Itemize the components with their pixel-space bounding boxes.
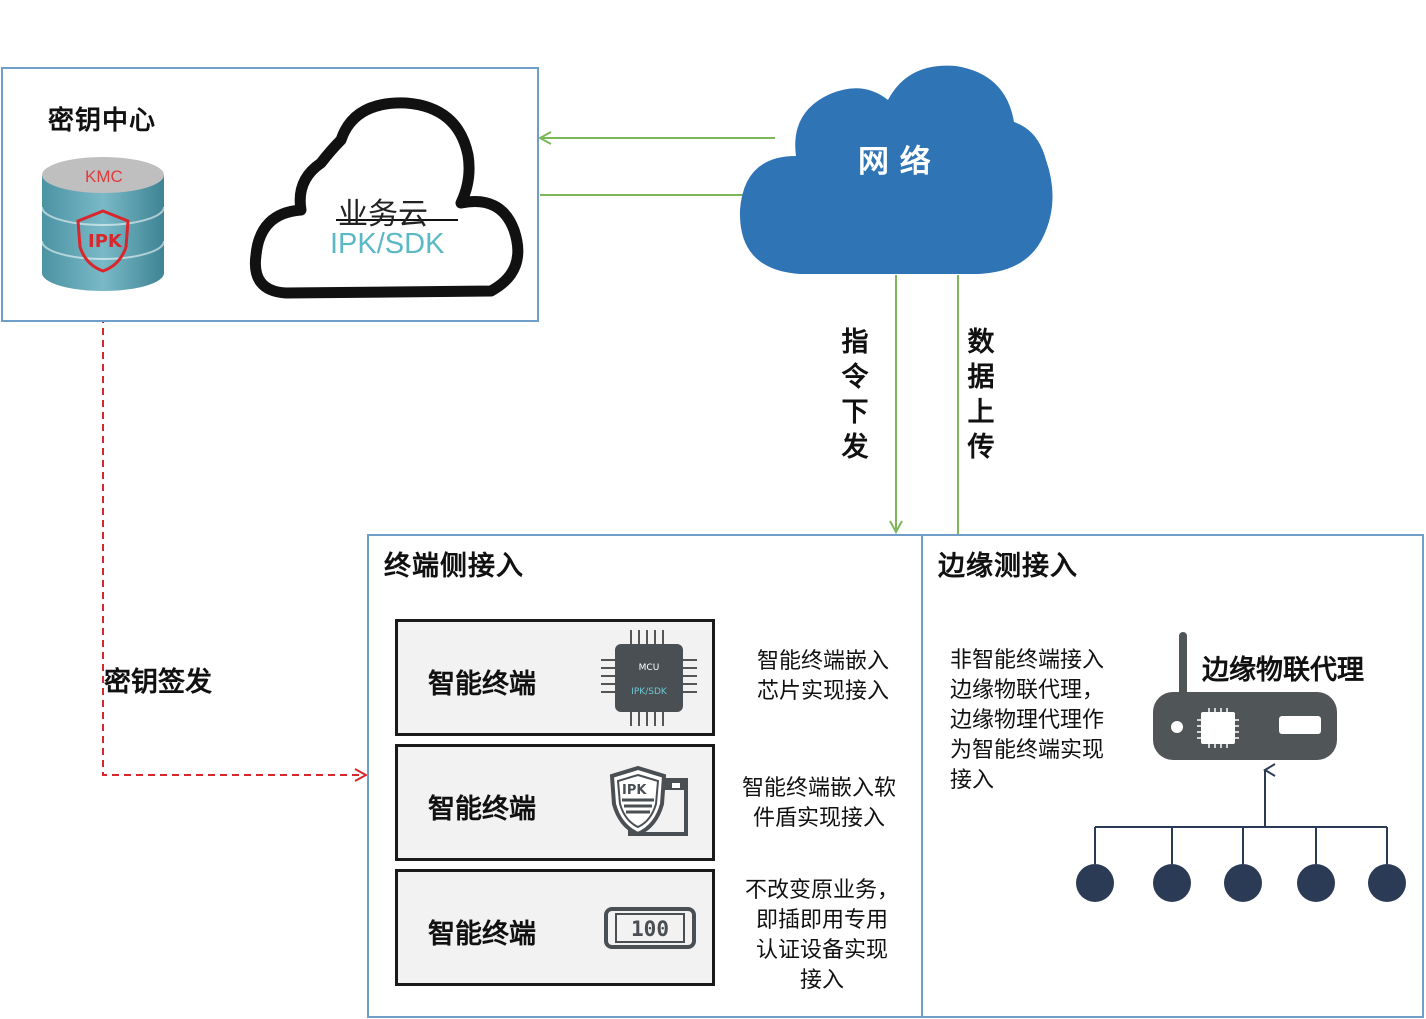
network-cloud-icon	[739, 65, 1053, 274]
desc-line: 接入	[799, 968, 844, 993]
desc-line: 智能终端嵌入	[756, 649, 889, 674]
terminal-card-desc: 智能终端嵌入软 件盾实现接入	[727, 774, 911, 834]
business-cloud-icon	[249, 97, 524, 299]
edge-side-desc: 非智能终端接入 边缘物联代理， 边缘物理代理作 为智能终端实现 接入	[950, 646, 1104, 796]
command-down-char: 发	[841, 432, 869, 463]
desc-line: 智能终端嵌入软	[741, 776, 896, 801]
software-shield-icon: IPK	[609, 765, 688, 837]
terminal-card-software-shield: 智能终端	[395, 744, 715, 861]
edge-node-icon	[1076, 864, 1114, 902]
terminal-card-label: 智能终端	[428, 669, 536, 700]
key-issue-label: 密钥签发	[104, 660, 212, 699]
key-center-title: 密钥中心	[48, 106, 157, 136]
data-up-char: 数	[967, 327, 995, 358]
chip-bottom-text: IPK/SDK	[631, 687, 668, 697]
edge-side-title: 边缘测接入	[938, 551, 1078, 582]
data-up-char: 上	[967, 397, 995, 428]
desc-line: 认证设备实现	[755, 938, 888, 963]
terminal-card-usb-key: 智能终端	[395, 869, 715, 986]
svg-text:IPK: IPK	[88, 231, 123, 252]
edge-agent-router-icon	[1153, 632, 1337, 760]
data-up-char: 据	[967, 362, 995, 393]
network-label: 网 络	[858, 144, 931, 180]
terminal-side-title: 终端侧接入	[384, 551, 524, 582]
edge-node-icon	[1224, 864, 1262, 902]
key-issue-dashed-arrow	[102, 292, 366, 775]
terminal-card-desc: 不改变原业务， 即插即用专用 认证设备实现 接入	[733, 876, 911, 996]
data-up-char: 传	[967, 432, 995, 463]
command-down-char: 指	[841, 327, 869, 358]
desc-line: 接入	[950, 768, 995, 793]
desc-line: 为智能终端实现	[950, 738, 1105, 763]
command-down-label: 指 令 下 发	[840, 325, 870, 465]
shield-text: IPK	[622, 783, 647, 798]
desc-line: 芯片实现接入	[756, 679, 889, 704]
terminal-card-label: 智能终端	[428, 794, 536, 825]
edge-node-icon	[1297, 864, 1335, 902]
usb-key-icon: 100	[604, 907, 696, 949]
command-down-char: 令	[841, 362, 869, 393]
business-cloud-label: 业务云	[338, 197, 428, 232]
desc-line: 边缘物理代理作	[950, 708, 1105, 733]
desc-line: 边缘物联代理，	[950, 678, 1105, 703]
key-text: 100	[631, 917, 669, 941]
desc-line: 不改变原业务，	[744, 878, 899, 903]
data-up-label: 数 据 上 传	[966, 325, 996, 465]
business-cloud-sdk: IPK/SDK	[330, 228, 445, 260]
mcu-chip-icon: MCU IPK/SDK	[601, 630, 697, 726]
edge-node-tree	[1076, 763, 1406, 902]
desc-line: 即插即用专用	[755, 908, 888, 933]
command-down-char: 下	[841, 397, 869, 428]
terminal-card-desc: 智能终端嵌入 芯片实现接入	[741, 647, 905, 707]
kmc-label: KMC	[85, 167, 123, 186]
kmc-database-icon: IPK	[41, 157, 165, 291]
desc-line: 非智能终端接入	[950, 648, 1105, 673]
edge-side-box	[921, 534, 1424, 1018]
chip-top-text: MCU	[639, 663, 660, 673]
edge-node-icon	[1368, 864, 1406, 902]
desc-line: 件盾实现接入	[752, 806, 885, 831]
edge-agent-label: 边缘物联代理	[1202, 655, 1364, 686]
edge-node-icon	[1153, 864, 1191, 902]
terminal-card-label: 智能终端	[428, 919, 536, 950]
